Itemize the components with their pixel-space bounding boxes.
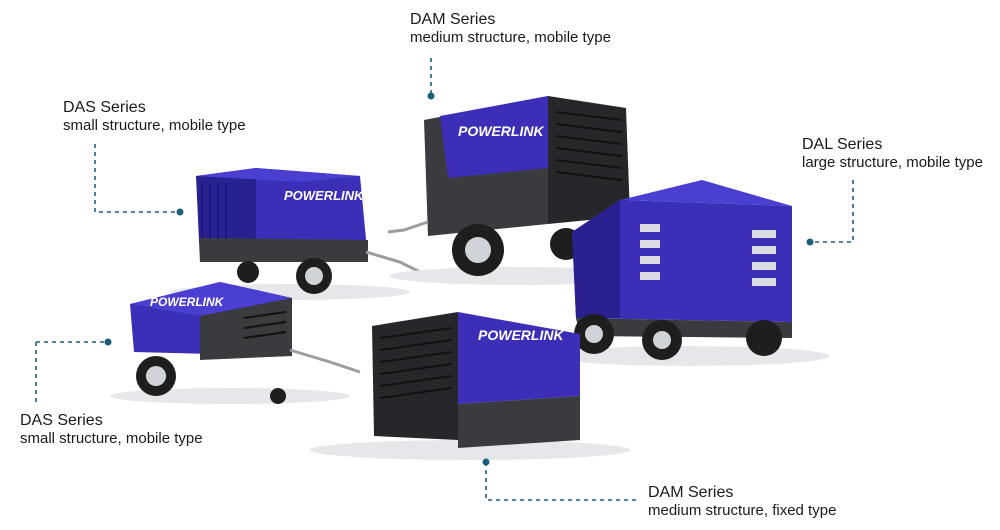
leader-dots <box>104 92 814 466</box>
callout-dam-top: DAM Series medium structure, mobile type <box>410 10 611 47</box>
callout-dal: DAL Series large structure, mobile type <box>802 135 983 172</box>
callout-das-top: DAS Series small structure, mobile type <box>63 98 246 135</box>
callout-subtitle: small structure, mobile type <box>63 117 246 135</box>
callout-subtitle: medium structure, fixed type <box>648 502 837 520</box>
callout-title: DAS Series <box>63 99 146 116</box>
das-bottom-compressor: POWERLINK <box>110 282 361 404</box>
callout-title: DAL Series <box>802 136 883 153</box>
callout-title: DAM Series <box>410 11 496 28</box>
brand-logo-das-top: POWERLINK <box>284 188 365 203</box>
dam-bottom-compressor: POWERLINK <box>310 312 630 460</box>
brand-logo-dam-top: POWERLINK <box>458 123 544 139</box>
leader-lines <box>35 58 854 501</box>
callout-subtitle: medium structure, mobile type <box>410 29 611 47</box>
brand-logo-das-bottom: POWERLINK <box>150 295 225 309</box>
callout-das-bottom: DAS Series small structure, mobile type <box>20 411 203 448</box>
callout-subtitle: large structure, mobile type <box>802 154 983 172</box>
callout-title: DAS Series <box>20 412 103 429</box>
callout-dam-bottom: DAM Series medium structure, fixed type <box>648 483 836 520</box>
brand-logo-dam-bottom: POWERLINK <box>478 327 564 343</box>
callout-title: DAM Series <box>648 484 734 501</box>
das-top-compressor: POWERLINK <box>170 168 421 300</box>
callout-subtitle: small structure, mobile type <box>20 430 203 448</box>
dal-compressor <box>550 180 830 366</box>
